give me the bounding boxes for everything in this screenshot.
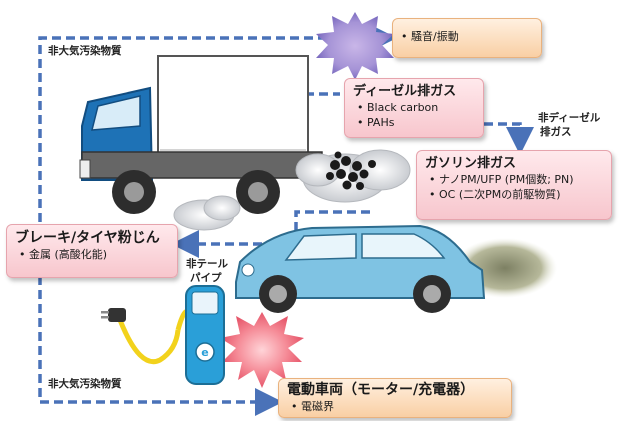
brake-title: ブレーキ/タイヤ粉じん	[15, 230, 160, 246]
flow-arrows	[38, 24, 534, 416]
diesel-item-pahs: PAHs	[353, 115, 475, 130]
ev-title: 電動車両（モーター/充電器）	[287, 382, 475, 398]
label-non-tailpipe-1: 非テール	[186, 258, 228, 270]
spark-burst-icon	[220, 312, 304, 388]
arrow-diesel-to-gasoline	[484, 122, 534, 155]
plug-icon	[101, 308, 126, 322]
label-non-diesel-2: 排ガス	[540, 126, 572, 138]
exhaust-cloud-icon	[173, 149, 411, 231]
label-non-tailpipe-2: パイプ	[190, 272, 222, 284]
label-non-air-bottom: 非大気汚染物質	[48, 378, 122, 390]
particles-icon	[326, 151, 376, 190]
gasoline-item-oc: OC (二次PMの前駆物質)	[425, 187, 603, 202]
charger-icon: e	[117, 285, 225, 385]
truck-icon	[79, 55, 323, 214]
gasoline-box: ガソリン排ガス ナノPM/UFP (PM個数; PN) OC (二次PMの前駆物…	[416, 150, 612, 220]
noise-burst-icon	[316, 12, 394, 80]
label-non-diesel-1: 非ディーゼル	[538, 112, 601, 124]
diesel-item-black-carbon: Black carbon	[353, 100, 475, 115]
brake-box: ブレーキ/タイヤ粉じん 金属 (高酸化能)	[6, 224, 178, 278]
label-non-air-top: 非大気汚染物質	[48, 45, 122, 57]
ev-box: 電動車両（モーター/充電器） 電磁界	[278, 378, 512, 418]
gasoline-title: ガソリン排ガス	[425, 156, 517, 171]
gasoline-item-nanopm: ナノPM/UFP (PM個数; PN)	[425, 172, 603, 187]
noise-item: 騒音/振動	[401, 29, 533, 44]
arrow-to-ev	[38, 262, 283, 416]
diesel-box: ディーゼル排ガス Black carbon PAHs	[344, 78, 484, 138]
car-icon	[235, 224, 486, 313]
arrow-to-brake	[171, 210, 370, 258]
brake-item-metal: 金属 (高酸化能)	[15, 247, 169, 262]
svg-text:e: e	[201, 346, 208, 359]
noise-box: 騒音/振動	[392, 18, 542, 58]
ev-item-emf: 電磁界	[287, 399, 503, 414]
diesel-title: ディーゼル排ガス	[353, 84, 457, 99]
arrow-to-noise	[38, 24, 397, 222]
